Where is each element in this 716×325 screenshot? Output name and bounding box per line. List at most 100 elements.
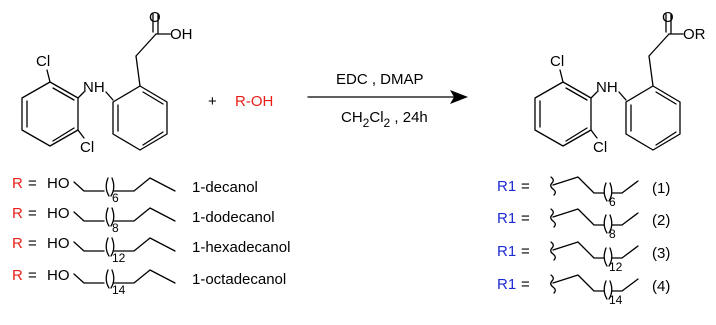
r1-label: R1 [497, 276, 516, 293]
ester-list: R1=6(1)R1=8(2)R1=12(3)R1=14(4) [497, 176, 670, 307]
attachment-wavy-bond [550, 241, 556, 261]
repeat-count: 8 [609, 227, 616, 241]
right-ring-double-bond [142, 91, 164, 105]
chain-tail [611, 180, 639, 194]
product-right-ring-double-bond [655, 91, 677, 105]
repeat-bracket-right [110, 177, 115, 197]
cl-bond-top [46, 69, 51, 83]
chain-bond [73, 273, 105, 284]
product-left-ring-double-bond [565, 127, 588, 142]
repeat-count: 12 [609, 260, 623, 274]
product-nh-bond-right [618, 91, 627, 101]
left-benzene-ring [21, 81, 79, 147]
repeat-bracket-left [603, 247, 608, 267]
alcohol-name: 1-decanol [192, 179, 258, 196]
alcohol-name: 1-octadecanol [192, 271, 286, 288]
chain-bond [73, 241, 105, 252]
chlorine-top: Cl [36, 53, 50, 70]
chain-tail [611, 278, 639, 292]
right-ring-double-bond [142, 131, 164, 146]
repeat-count: 14 [609, 293, 623, 307]
equals-sign: = [521, 276, 530, 293]
repeat-bracket-left [603, 214, 608, 234]
chain-tail [113, 237, 176, 252]
r1-label: R1 [497, 243, 516, 260]
r-label: R [12, 267, 23, 284]
repeat-count: 12 [112, 251, 126, 265]
r-label: R [12, 205, 23, 222]
ester-row: R1 = 6 (1) [497, 176, 670, 209]
chain-tail [611, 245, 639, 259]
chain-bond [552, 208, 605, 226]
ester-or-group: OR [683, 26, 706, 43]
attachment-wavy-bond [550, 274, 556, 294]
hydroxyl-group: OH [170, 26, 193, 43]
attachment-wavy-bond [550, 208, 556, 228]
diclofenac-ester-structure: Cl Cl NH O OR [534, 9, 706, 156]
alcohol-name: 1-hexadecanol [192, 239, 290, 256]
hydroxyl-group: HO [47, 175, 70, 192]
repeat-bracket-left [603, 182, 608, 202]
equals-sign: = [28, 175, 37, 192]
chain-tail [113, 177, 176, 192]
product-nh-group: NH [596, 79, 618, 96]
r1-label: R1 [497, 210, 516, 227]
nh-bond-left [77, 91, 85, 99]
chain-bond [552, 176, 605, 194]
chain-bond [552, 241, 605, 259]
repeat-bracket-right [110, 269, 115, 289]
repeat-count: 14 [112, 283, 126, 297]
reaction-conditions: EDC , DMAP [336, 71, 424, 88]
repeat-count: 8 [112, 221, 119, 235]
product-left-ring-double-bond [565, 87, 588, 101]
chain-tail [113, 207, 176, 222]
repeat-bracket-left [105, 237, 110, 257]
equals-sign: = [521, 243, 530, 260]
product-carbonyl-carbon-bond [648, 33, 670, 57]
chain-bond [73, 181, 105, 192]
product-cl-bond-bottom [590, 129, 598, 139]
r-label: R [12, 175, 23, 192]
r1-label: R1 [497, 178, 516, 195]
equals-sign: = [521, 178, 530, 195]
nh-bond-right [105, 91, 114, 101]
compound-number: (4) [652, 278, 670, 295]
product-chlorine-top: Cl [550, 53, 564, 70]
carbonyl-carbon-bond [135, 33, 157, 57]
compound-number: (3) [652, 245, 670, 262]
reagent-roh: R-OH [235, 93, 273, 110]
chain-tail [113, 269, 176, 284]
ester-row: R1 = 12 (3) [497, 241, 670, 274]
product-carbonyl-oxygen: O [662, 9, 674, 26]
product-cl-bond-top [559, 69, 564, 83]
attachment-wavy-bond [550, 176, 556, 196]
product-chlorine-bottom: Cl [593, 139, 607, 156]
ester-row: R1=8(2) [497, 208, 670, 241]
left-ring-double-bond [52, 87, 75, 101]
alcohol-name: 1-dodecanol [192, 209, 275, 226]
cl-bond-bottom [77, 129, 85, 139]
compound-number: (1) [652, 180, 670, 197]
repeat-count: 6 [112, 191, 119, 205]
alcohol-row: R = HO 14 1-octadecanol [12, 267, 286, 297]
solvent-time: CH2Cl2 , 24h [341, 109, 428, 130]
product-right-ring [625, 85, 681, 151]
hydroxyl-group: HO [47, 205, 70, 222]
repeat-bracket-right [110, 207, 115, 227]
product-ch2-bond [648, 55, 654, 87]
hydroxyl-group: HO [47, 235, 70, 252]
alcohol-row: R = HO 6 1-decanol [12, 175, 258, 205]
repeat-count: 6 [609, 195, 616, 209]
r-label: R [12, 235, 23, 252]
carbonyl-oxygen: O [149, 9, 161, 26]
repeat-bracket-left [105, 269, 110, 289]
ester-row: R1 = 14 (4) [497, 274, 670, 307]
repeat-bracket-left [105, 207, 110, 227]
equals-sign: = [28, 267, 37, 284]
hydroxyl-group: HO [47, 267, 70, 284]
arrow-head [450, 90, 468, 104]
